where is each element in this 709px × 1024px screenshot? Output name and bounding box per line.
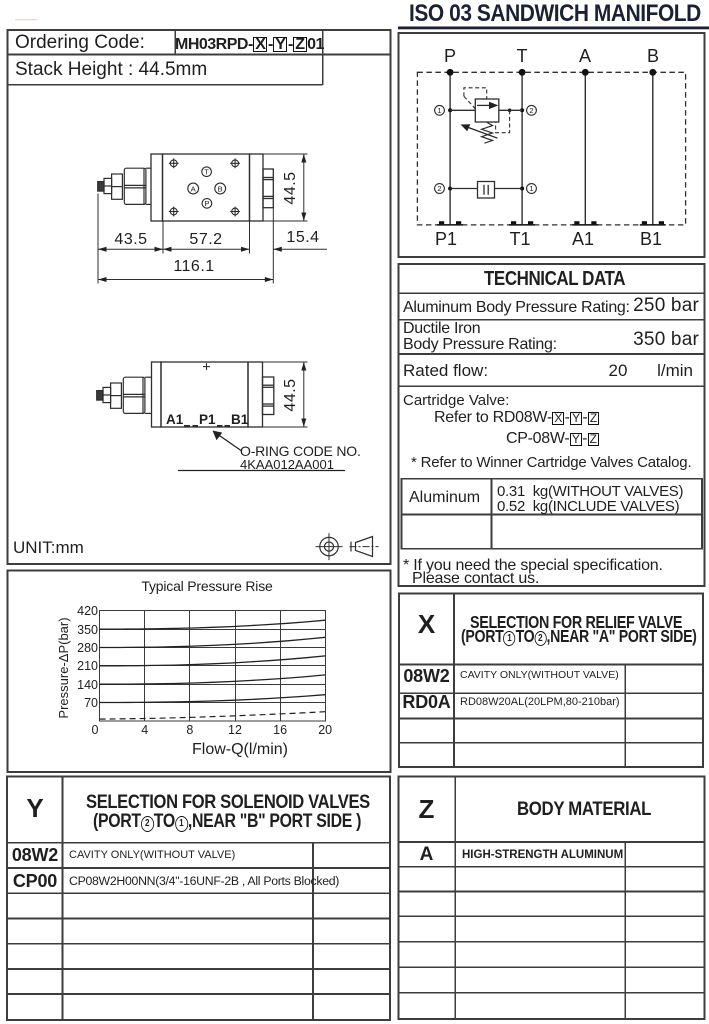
svg-text:1: 1	[529, 184, 533, 193]
svg-text:T: T	[204, 167, 209, 176]
svg-text:1: 1	[437, 106, 441, 115]
svg-text:2: 2	[437, 184, 441, 193]
svg-text:2: 2	[529, 106, 533, 115]
svg-text:P: P	[204, 199, 209, 208]
svg-text:B: B	[218, 184, 223, 193]
svg-text:A: A	[191, 184, 197, 193]
